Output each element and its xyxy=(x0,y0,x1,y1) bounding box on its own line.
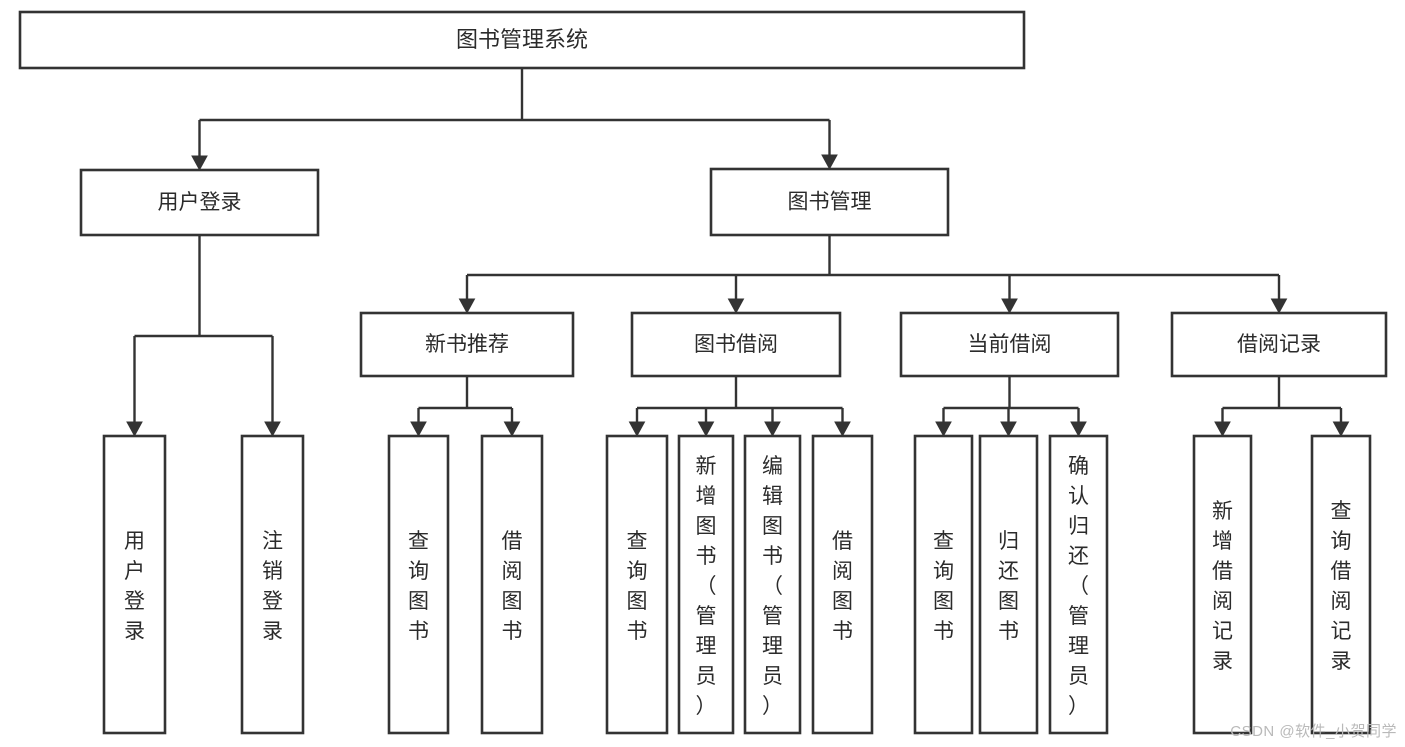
node-box[interactable] xyxy=(359,311,575,378)
node-l4[interactable]: 借阅图书 xyxy=(480,434,544,735)
node-l2[interactable]: 注销登录 xyxy=(240,434,305,735)
node-label: 归还图书 xyxy=(998,530,1019,643)
node-box[interactable] xyxy=(709,167,950,237)
connector-group-root xyxy=(191,68,838,171)
node-label: 确认归还（管理员） xyxy=(1068,455,1089,718)
node-label: 新书推荐 xyxy=(425,333,509,356)
node-layer: 图书管理系统用户登录图书管理新书推荐图书借阅当前借阅借阅记录用户登录注销登录查询… xyxy=(18,10,1388,735)
node-box[interactable] xyxy=(677,434,735,735)
node-n_rec[interactable]: 借阅记录 xyxy=(1170,311,1388,378)
node-n_login[interactable]: 用户登录 xyxy=(79,168,320,237)
node-box[interactable] xyxy=(1170,311,1388,378)
node-label: 查询图书 xyxy=(408,530,429,643)
node-box[interactable] xyxy=(811,434,874,735)
node-label: 查询图书 xyxy=(627,530,648,643)
node-box[interactable] xyxy=(240,434,305,735)
connector-group-n_borrow xyxy=(628,376,851,437)
connector-group-n_book xyxy=(458,235,1288,314)
node-box[interactable] xyxy=(1192,434,1253,735)
node-label: 注销登录 xyxy=(262,530,283,643)
node-label: 查询借阅记录 xyxy=(1331,500,1352,673)
node-label: 借阅记录 xyxy=(1237,333,1321,356)
node-box[interactable] xyxy=(899,311,1120,378)
node-n_cur[interactable]: 当前借阅 xyxy=(899,311,1120,378)
node-label: 图书管理系统 xyxy=(456,27,588,52)
connector-group-n_rec xyxy=(1214,376,1350,437)
node-label: 用户登录 xyxy=(124,530,145,643)
node-label: 借阅图书 xyxy=(502,530,523,643)
node-box[interactable] xyxy=(1310,434,1372,735)
node-box[interactable] xyxy=(630,311,842,378)
node-label: 图书借阅 xyxy=(694,333,778,356)
node-l8[interactable]: 借阅图书 xyxy=(811,434,874,735)
connector-group-n_new xyxy=(410,376,521,437)
node-label: 编辑图书（管理员） xyxy=(762,455,783,718)
node-l11[interactable]: 确认归还（管理员） xyxy=(1048,434,1109,735)
node-box[interactable] xyxy=(743,434,802,735)
node-label: 用户登录 xyxy=(158,191,242,214)
node-l6[interactable]: 新增图书（管理员） xyxy=(677,434,735,735)
node-box[interactable] xyxy=(1048,434,1109,735)
node-label: 当前借阅 xyxy=(968,333,1052,356)
node-label: 新增借阅记录 xyxy=(1212,500,1233,673)
node-box[interactable] xyxy=(605,434,669,735)
node-l3[interactable]: 查询图书 xyxy=(387,434,450,735)
node-n_borrow[interactable]: 图书借阅 xyxy=(630,311,842,378)
node-l1[interactable]: 用户登录 xyxy=(102,434,167,735)
connector-group-n_cur xyxy=(935,376,1087,437)
node-l12[interactable]: 新增借阅记录 xyxy=(1192,434,1253,735)
node-root[interactable]: 图书管理系统 xyxy=(18,10,1026,70)
node-box[interactable] xyxy=(480,434,544,735)
node-l5[interactable]: 查询图书 xyxy=(605,434,669,735)
node-l7[interactable]: 编辑图书（管理员） xyxy=(743,434,802,735)
node-box[interactable] xyxy=(102,434,167,735)
node-l9[interactable]: 查询图书 xyxy=(913,434,974,735)
node-l13[interactable]: 查询借阅记录 xyxy=(1310,434,1372,735)
node-box[interactable] xyxy=(387,434,450,735)
node-label: 借阅图书 xyxy=(832,530,853,643)
node-l10[interactable]: 归还图书 xyxy=(978,434,1039,735)
connector-group-n_login xyxy=(126,235,281,437)
node-n_new[interactable]: 新书推荐 xyxy=(359,311,575,378)
connector-layer xyxy=(126,68,1350,437)
node-label: 新增图书（管理员） xyxy=(696,455,717,718)
node-label: 图书管理 xyxy=(788,191,872,214)
node-n_book[interactable]: 图书管理 xyxy=(709,167,950,237)
node-label: 查询图书 xyxy=(933,530,954,643)
node-box[interactable] xyxy=(18,10,1026,70)
node-box[interactable] xyxy=(79,168,320,237)
node-box[interactable] xyxy=(978,434,1039,735)
node-box[interactable] xyxy=(913,434,974,735)
watermark: CSDN @软件_小贺同学 xyxy=(1230,723,1397,740)
